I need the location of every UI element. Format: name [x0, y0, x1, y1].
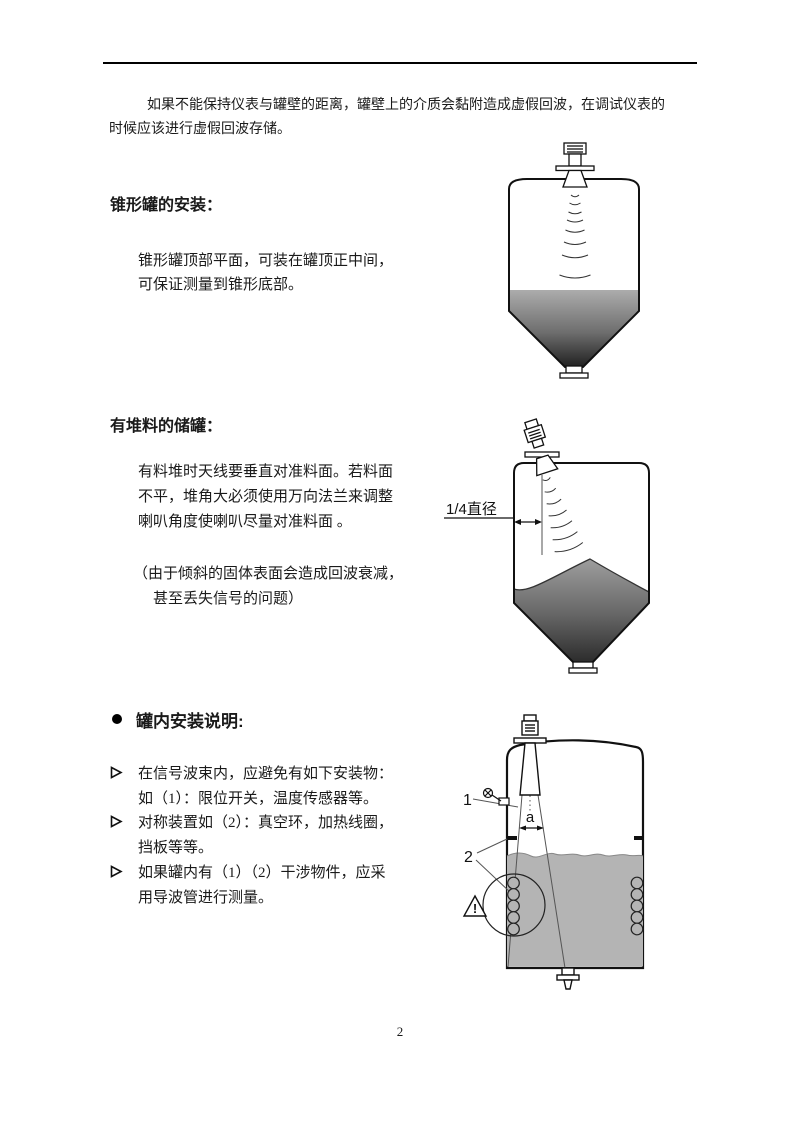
list-line: 如（1）：限位开关，温度传感器等。	[138, 791, 379, 807]
quarter-diameter-dimension: 1/4直径	[444, 501, 542, 525]
dim-arrowhead-left	[514, 519, 521, 525]
callout-2-leader-a	[476, 838, 508, 854]
highlight-circle	[482, 873, 546, 937]
list-line: 对称装置如（2）：真空环，加热线圈，	[138, 815, 394, 831]
heap-body-line-1: 有料堆时天线要垂直对准料面。若料面	[138, 464, 394, 480]
heap-body-line-3: 喇叭角度使喇叭尽量对准料面 。	[138, 514, 352, 530]
list-line: 如果罐内有（1）（2）干涉物件，应采	[138, 865, 386, 881]
beam-width-label: a	[526, 809, 535, 826]
heap-note-line-1: （由于倾斜的固体表面会造成回波衰减，	[133, 566, 404, 582]
warning-triangle-icon: !	[462, 894, 488, 917]
header-rule	[103, 62, 697, 64]
tilted-radar-sensor-icon	[523, 418, 560, 477]
heap-body-line-2: 不平，堆角大必须使用万向法兰来调整	[138, 489, 394, 505]
valve-icon	[482, 787, 510, 806]
heap-material-fill	[514, 559, 649, 663]
list-line: 挡板等等。	[138, 840, 214, 856]
heap-outlet-neck	[572, 661, 594, 669]
heating-coils-left	[507, 876, 520, 936]
callout-1-leader	[472, 798, 519, 808]
intro-line-2: 时候应该进行虚假回波存储。	[109, 122, 291, 137]
heap-outlet-flange	[568, 667, 598, 674]
cone-outlet-neck	[565, 365, 583, 374]
heap-section-heading: 有堆料的储罐：	[110, 418, 223, 435]
heaped-tank-figure: 1/4直径	[444, 418, 650, 674]
arrow-bullet-icon	[110, 815, 123, 828]
list-line: 用导波管进行测量。	[138, 890, 274, 906]
list-line: 在信号波束内，应避免有如下安装物：	[138, 766, 394, 782]
liquid-fill	[507, 853, 643, 967]
heating-coils-right	[630, 876, 644, 936]
callout-1-label: 1	[463, 792, 472, 809]
beam-width-dimension: a	[519, 809, 544, 831]
tilted-echo-wave-arcs	[542, 477, 584, 553]
cone-body-line-2: 可保证测量到锥形底部。	[138, 277, 304, 293]
radar-sensor-icon	[555, 142, 595, 188]
wall-tick-left	[508, 836, 517, 840]
arrow-bullet-icon	[110, 766, 123, 779]
cone-material-fill	[509, 290, 639, 367]
wall-tick-right	[634, 836, 643, 840]
arrow-bullet-icon	[110, 865, 123, 878]
cone-outlet-flange	[559, 372, 589, 379]
conical-tank-figure	[508, 142, 640, 379]
callout-2-label: 2	[464, 849, 473, 866]
internal-section-heading: 罐内安装说明:	[136, 712, 244, 731]
heap-note-line-2: 甚至丢失信号的问题）	[153, 591, 304, 607]
heap-surface-line	[513, 558, 650, 593]
cone-body-line-1: 锥形罐顶部平面，可装在罐顶正中间，	[138, 253, 394, 269]
intro-line-1: 如果不能保持仪表与罐壁的距离，罐壁上的介质会黏附造成虚假回波，在调试仪表的	[147, 98, 665, 113]
warning-mark: !	[473, 901, 477, 916]
bullet-icon	[112, 714, 122, 724]
cone-section-heading: 锥形罐的安装：	[110, 197, 223, 214]
tank-internals-figure: a 1 2 !	[462, 714, 645, 990]
page-number: 2	[396, 1024, 404, 1039]
bottom-outlet-valve-icon	[556, 967, 580, 990]
cone-tank-outline	[508, 178, 640, 368]
beam-edge-right	[537, 794, 566, 969]
callout-2-leader-b	[475, 859, 512, 894]
echo-wave-arcs	[559, 194, 591, 279]
radar-sensor-icon	[513, 714, 547, 796]
dim-arrowhead-right	[535, 519, 542, 525]
quarter-diameter-label: 1/4直径	[446, 501, 497, 518]
liquid-surface-line	[506, 852, 644, 858]
